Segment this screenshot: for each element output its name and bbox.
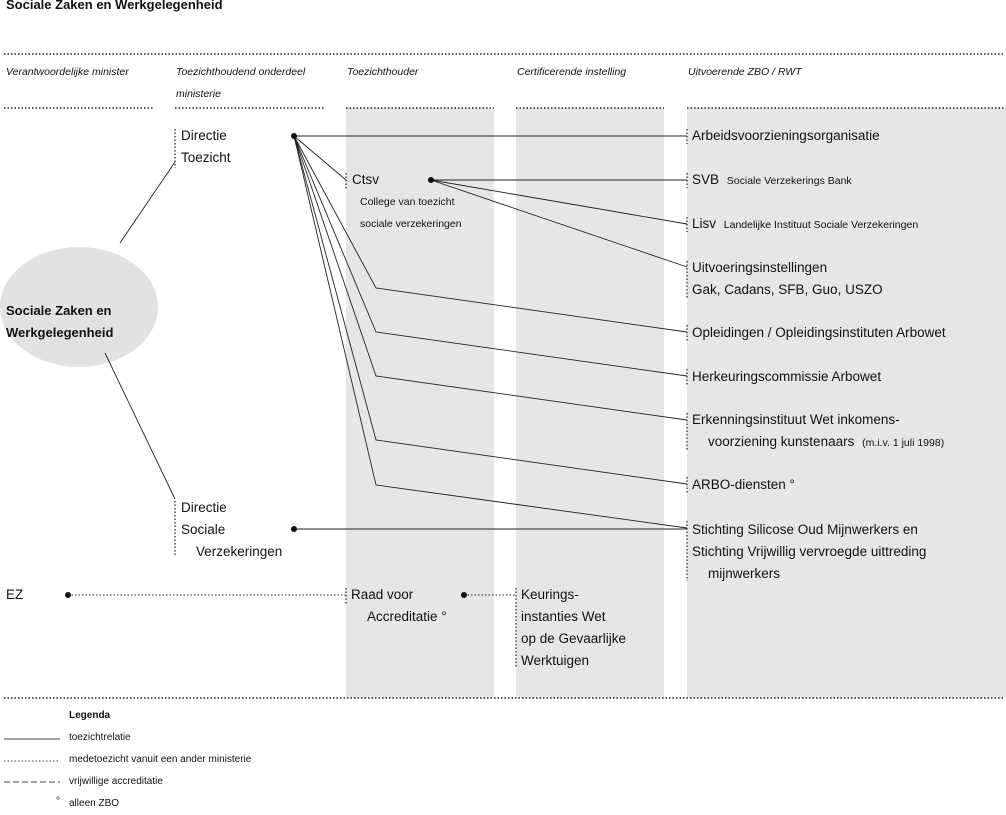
org-svb: SVB Sociale Verzekerings Bank	[692, 169, 852, 192]
header-toezichthoudend-line1: Toezichthoudend onderdeel	[176, 66, 306, 78]
org-svb-abbr: SVB	[692, 172, 720, 187]
ctsv-line2: sociale verzekeringen	[360, 218, 462, 230]
edges-directie-toezicht	[293, 135, 688, 529]
org-stichting-line2: Stichting Vrijwillig vervroegde uittredi…	[692, 544, 927, 559]
org-stichting-line3: mijnwerkers	[708, 566, 781, 581]
keurings-line2: instanties Wet	[521, 609, 606, 624]
header-certificerende-instelling: Certificerende instelling	[517, 66, 627, 78]
directie-toezicht-line2: Toezicht	[181, 150, 231, 165]
edge-ministry-sv	[104, 352, 176, 500]
keurings-line3: op de Gevaarlijke	[521, 631, 627, 646]
ministry-label-line2: Werkgelegenheid	[6, 325, 114, 340]
org-uitvoeringsinstellingen-line2: Gak, Cadans, SFB, Guo, USZO	[692, 282, 883, 297]
edge-ministry-toezicht	[119, 161, 176, 244]
keurings-line4: Werktuigen	[521, 653, 590, 668]
header-toezichthouder: Toezichthouder	[347, 66, 419, 78]
directie-sv-line3: Verzekeringen	[196, 544, 283, 559]
org-lisv-abbr: Lisv	[692, 216, 717, 231]
org-erkenningsinstituut-note: (m.i.v. 1 juli 1998)	[862, 437, 945, 449]
edges-ctsv	[430, 179, 688, 268]
band-uitvoerend	[687, 108, 1006, 698]
org-svb-full: Sociale Verzekerings Bank	[726, 175, 852, 187]
legend-label-alleen-zbo: alleen ZBO	[69, 798, 120, 809]
legend-label-medetoezicht: medetoezicht vanuit een ander ministerie	[69, 754, 252, 765]
org-herkeuringscommissie: Herkeuringscommissie Arbowet	[692, 369, 882, 384]
header-uitvoerende-zbo: Uitvoerende ZBO / RWT	[688, 66, 802, 78]
org-erkenningsinstituut-line2: voorziening kunstenaars (m.i.v. 1 juli 1…	[708, 431, 944, 454]
header-verantwoordelijke-minister: Verantwoordelijke minister	[6, 66, 129, 78]
org-stichting-line1: Stichting Silicose Oud Mijnwerkers en	[692, 522, 918, 537]
legend-label-toezichtrelatie: toezichtrelatie	[69, 732, 131, 743]
entity-brackets	[174, 129, 688, 667]
org-arbeidsvoorziening: Arbeidsvoorzieningsorganisatie	[692, 128, 880, 143]
legend-label-accreditatie: vrijwillige accreditatie	[69, 776, 163, 787]
keurings-line1: Keurings-	[521, 587, 579, 602]
org-erkenningsinstituut-line1: Erkenningsinstituut Wet inkomens-	[692, 412, 900, 427]
org-erkenningsinstituut-line2-text: voorziening kunstenaars	[708, 434, 855, 449]
ctsv-abbr: Ctsv	[352, 172, 379, 187]
ministry-ellipse	[0, 247, 158, 367]
source-dots	[65, 133, 467, 598]
directie-sv-line1: Directie	[181, 500, 227, 515]
header-toezichthoudend-line2: ministerie	[176, 88, 221, 100]
ctsv-line1: College van toezicht	[360, 196, 455, 208]
directie-toezicht-line1: Directie	[181, 128, 227, 143]
org-uitvoeringsinstellingen-line1: Uitvoeringsinstellingen	[692, 260, 828, 275]
org-lisv: Lisv Landelijke Instituut Sociale Verzek…	[692, 213, 918, 236]
legend-degree-symbol: °	[56, 796, 60, 807]
raad-line1: Raad voor	[351, 587, 414, 602]
page-title: Sociale Zaken en Werkgelegenheid	[6, 0, 223, 12]
org-lisv-full: Landelijke Instituut Sociale Verzekering…	[723, 219, 919, 231]
band-certificerend	[516, 108, 664, 698]
legend-symbols	[4, 738, 60, 783]
ministry-label-line1: Sociale Zaken en	[6, 303, 112, 318]
ez-label: EZ	[6, 587, 24, 602]
org-arbo-diensten: ARBO-diensten °	[692, 477, 795, 492]
legend-title: Legenda	[69, 710, 111, 721]
org-opleidingen: Opleidingen / Opleidingsinstituten Arbow…	[692, 325, 946, 340]
band-toezichthouder	[346, 108, 494, 698]
raad-line2: Accreditatie °	[367, 609, 447, 624]
directie-sv-line2: Sociale	[181, 522, 226, 537]
